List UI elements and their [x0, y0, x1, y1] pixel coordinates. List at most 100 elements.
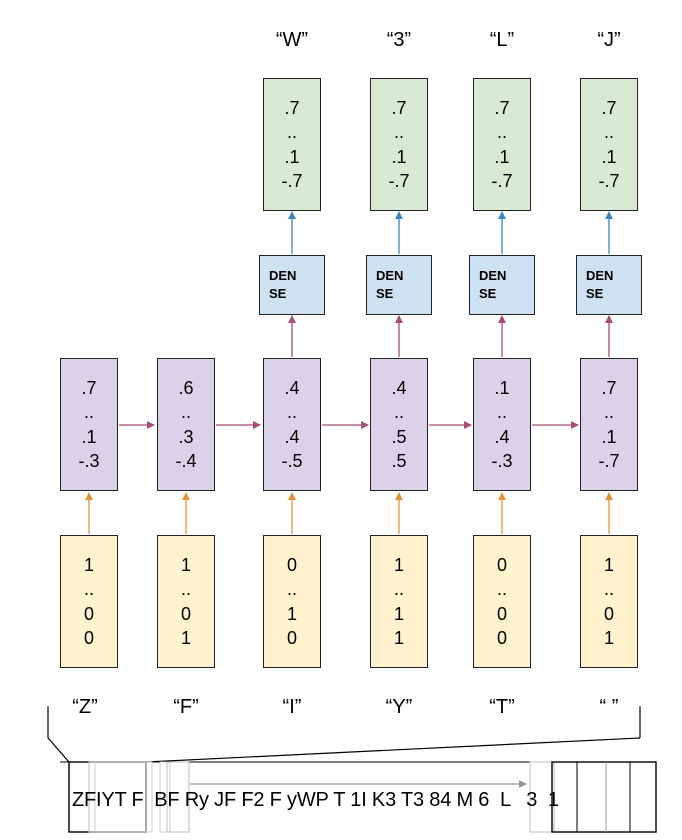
- dense-label: SE: [269, 286, 287, 301]
- vector-cell: ..: [286, 579, 297, 599]
- output-label: “3”: [386, 29, 412, 51]
- vector-cell: -.7: [598, 171, 620, 191]
- vector-cell: ..: [180, 579, 191, 599]
- vector-cell: -.7: [388, 171, 410, 191]
- vector-cell: .1: [494, 146, 510, 167]
- vector-cell: -.7: [281, 171, 303, 191]
- input-label: “ ”: [599, 696, 619, 718]
- dense-label: SE: [479, 286, 497, 301]
- dense-label: DEN: [269, 268, 297, 283]
- output-vector: .7 .. .1 -.7: [370, 78, 428, 211]
- vector-cell: -.5: [281, 451, 303, 471]
- vector-cell: .1: [284, 146, 300, 167]
- vector-cell: ..: [393, 579, 404, 599]
- vector-cell: 1: [603, 554, 614, 575]
- vector-cell: ..: [603, 579, 614, 599]
- window-end-frame: [551, 761, 657, 833]
- vector-cell: ..: [286, 122, 297, 142]
- vector-cell: .3: [178, 426, 194, 447]
- vector-cell: .1: [391, 146, 407, 167]
- dense-label: DEN: [479, 268, 507, 283]
- vector-cell: ..: [83, 579, 94, 599]
- dense-layer: DEN SE: [259, 255, 325, 315]
- output-vector: .7 .. .1 -.7: [263, 78, 321, 211]
- vector-cell: 1: [393, 603, 404, 624]
- vector-cell: 0: [83, 628, 94, 648]
- input-label: “Y”: [385, 696, 413, 718]
- vector-cell: 0: [496, 603, 507, 624]
- vector-cell: ..: [393, 402, 404, 422]
- vector-cell: .4: [391, 377, 407, 398]
- output-label: “W”: [275, 29, 309, 51]
- input-label: “T”: [489, 696, 515, 718]
- vector-cell: 1: [393, 554, 404, 575]
- input-vector: 1 .. 0 1: [157, 535, 215, 668]
- input-label: “I”: [282, 696, 302, 718]
- input-to-hidden-arrows: [85, 492, 613, 534]
- vector-cell: ..: [603, 122, 614, 142]
- sequence-strip: [60, 761, 657, 833]
- vector-cell: .4: [494, 426, 510, 447]
- vector-cell: 0: [286, 628, 297, 648]
- window-bracket: [47, 706, 641, 763]
- vector-cell: -.3: [491, 451, 513, 471]
- vector-cell: 1: [180, 554, 191, 575]
- hidden-state-vector: .6 .. .3 -.4: [157, 358, 215, 491]
- vector-cell: .7: [284, 97, 300, 118]
- hidden-state-vector: .4 .. .4 -.5: [263, 358, 321, 491]
- vector-cell: 0: [180, 603, 191, 624]
- input-vector: 1 .. 0 1: [580, 535, 638, 668]
- dense-layer: DEN SE: [366, 255, 432, 315]
- vector-cell: ..: [83, 402, 94, 422]
- dense-label: SE: [586, 286, 604, 301]
- vector-cell: .7: [391, 97, 407, 118]
- vector-cell: .1: [601, 426, 617, 447]
- vector-cell: .5: [391, 451, 407, 471]
- vector-cell: 0: [496, 554, 507, 575]
- output-label: “J”: [597, 29, 621, 51]
- output-vector: .7 .. .1 -.7: [473, 78, 531, 211]
- dense-label: DEN: [586, 268, 614, 283]
- input-vector: 0 .. 1 0: [263, 535, 321, 668]
- input-vector: 0 .. 0 0: [473, 535, 531, 668]
- vector-cell: .7: [494, 97, 510, 118]
- dense-layer: DEN SE: [469, 255, 535, 315]
- vector-cell: ..: [393, 122, 404, 142]
- vector-cell: .5: [391, 426, 407, 447]
- dense-label: SE: [376, 286, 394, 301]
- vector-cell: ..: [496, 579, 507, 599]
- hidden-state-vector: .7 .. .1 -.7: [580, 358, 638, 491]
- hidden-state-vector: .7 .. .1 -.3: [60, 358, 118, 491]
- input-label: “F”: [173, 696, 199, 718]
- output-vector: .7 .. .1 -.7: [580, 78, 638, 211]
- vector-cell: .6: [178, 377, 194, 398]
- vector-cell: 0: [286, 554, 297, 575]
- output-label: “L”: [489, 29, 515, 51]
- window-shadow-4: [166, 761, 190, 833]
- vector-cell: .1: [601, 146, 617, 167]
- vector-cell: 0: [83, 603, 94, 624]
- vector-cell: -.7: [598, 451, 620, 471]
- window-shadow-5: [529, 761, 555, 833]
- vector-cell: 1: [393, 628, 404, 648]
- vector-cell: ..: [496, 122, 507, 142]
- vector-cell: 1: [83, 554, 94, 575]
- vector-cell: .4: [284, 426, 300, 447]
- dense-layer: DEN SE: [576, 255, 642, 315]
- vector-cell: ..: [496, 402, 507, 422]
- vector-cell: 0: [496, 628, 507, 648]
- vector-cell: .1: [494, 377, 510, 398]
- vector-cell: ..: [180, 402, 191, 422]
- vector-cell: .7: [81, 377, 97, 398]
- character-sequence: ZFIYT F BF Ry JF F2 F yWP T 1I K3 T3 84 …: [72, 789, 559, 811]
- vector-cell: 0: [603, 603, 614, 624]
- vector-cell: .7: [601, 97, 617, 118]
- dense-label: DEN: [376, 268, 404, 283]
- vector-cell: -.7: [491, 171, 513, 191]
- input-label: “Z”: [72, 696, 98, 718]
- hidden-to-dense-arrows: [288, 315, 613, 357]
- vector-cell: .1: [81, 426, 97, 447]
- vector-cell: -.3: [78, 451, 100, 471]
- hidden-state-vector: .1 .. .4 -.3: [473, 358, 531, 491]
